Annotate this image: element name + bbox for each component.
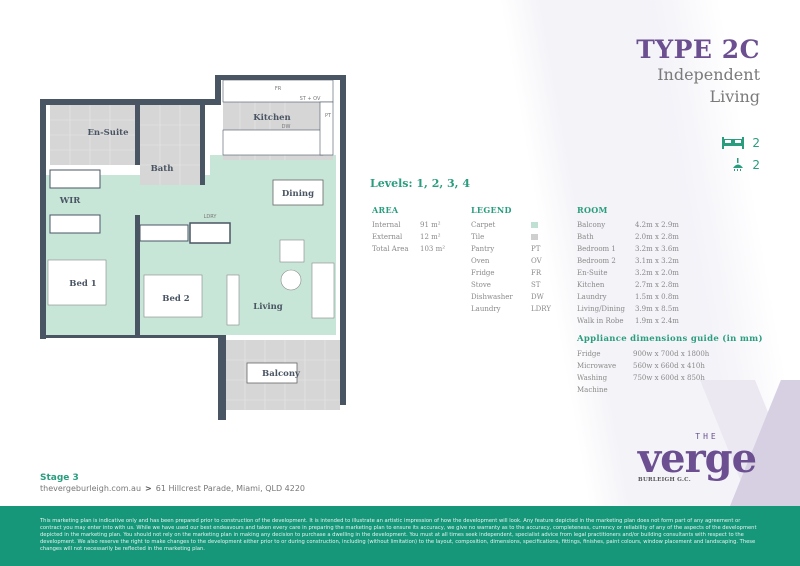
label-dishwasher: DW <box>282 124 291 130</box>
bathroom-count-value: 2 <box>752 158 760 172</box>
label-bed-2: Bed 2 <box>162 294 189 304</box>
legend-heading: LEGEND <box>471 205 512 215</box>
label-fridge: FR <box>275 86 282 92</box>
tile-swatch <box>531 234 538 240</box>
logo-burleigh: BURLEIGH G.C. <box>638 477 691 483</box>
unit-type-title: TYPE 2C <box>636 35 760 64</box>
label-dining: Dining <box>282 189 314 199</box>
bed-icon <box>722 137 745 149</box>
bedroom-count-value: 2 <box>752 136 760 150</box>
label-bath: Bath <box>151 164 174 174</box>
label-en-suite: En-Suite <box>87 128 129 138</box>
street-address: 61 Hillcrest Parade, Miami, QLD 4220 <box>155 484 306 493</box>
floor-plan-drawing: En-Suite Bath Kitchen WIR Dining Bed 1 B… <box>40 75 346 420</box>
label-laundry: LDRY <box>204 214 218 220</box>
website-link[interactable]: thevergeburleigh.com.au <box>40 484 142 493</box>
stage-label: Stage 3 <box>40 473 79 483</box>
appliance-dimensions: Appliance dimensions guide (in mm) Fridg… <box>577 334 763 394</box>
appliance-heading: Appliance dimensions guide (in mm) <box>577 334 763 344</box>
bedroom-count: 2 <box>722 132 760 154</box>
the-verge-logo: THE verge BURLEIGH G.C. <box>632 432 762 483</box>
room-counts: 2 2 <box>722 132 760 176</box>
label-bed-1: Bed 1 <box>69 279 96 289</box>
room-heading: ROOM <box>577 205 608 215</box>
subtitle-line-1: Independent <box>657 65 760 84</box>
logo-the: THE <box>695 432 719 441</box>
disclaimer-text: This marketing plan is indicative only a… <box>40 518 757 552</box>
logo-verge: verge <box>637 435 757 482</box>
label-stove-oven: ST + OV <box>300 96 321 102</box>
legend-swatch-row: Carpet <box>471 219 551 231</box>
shower-icon <box>733 158 744 171</box>
address-line: thevergeburleigh.com.au>61 Hillcrest Par… <box>40 484 305 493</box>
carpet-swatch <box>531 222 538 228</box>
separator: > <box>145 484 152 493</box>
disclaimer-bar: This marketing plan is indicative only a… <box>0 506 800 566</box>
legend-swatch-row: Tile <box>471 231 551 243</box>
bathroom-count: 2 <box>722 154 760 176</box>
label-wir: WIR <box>59 196 82 206</box>
area-heading: AREA <box>372 205 399 215</box>
label-living: Living <box>253 302 283 312</box>
floor-plan: En-Suite Bath Kitchen WIR Dining Bed 1 B… <box>40 75 350 465</box>
label-balcony: Balcony <box>262 369 301 379</box>
title-block: TYPE 2C Independent Living <box>636 36 760 108</box>
label-kitchen: Kitchen <box>253 113 291 123</box>
subtitle-line-2: Living <box>709 87 760 106</box>
label-pantry: PT <box>325 113 332 119</box>
levels-heading: Levels: 1, 2, 3, 4 <box>370 177 470 190</box>
